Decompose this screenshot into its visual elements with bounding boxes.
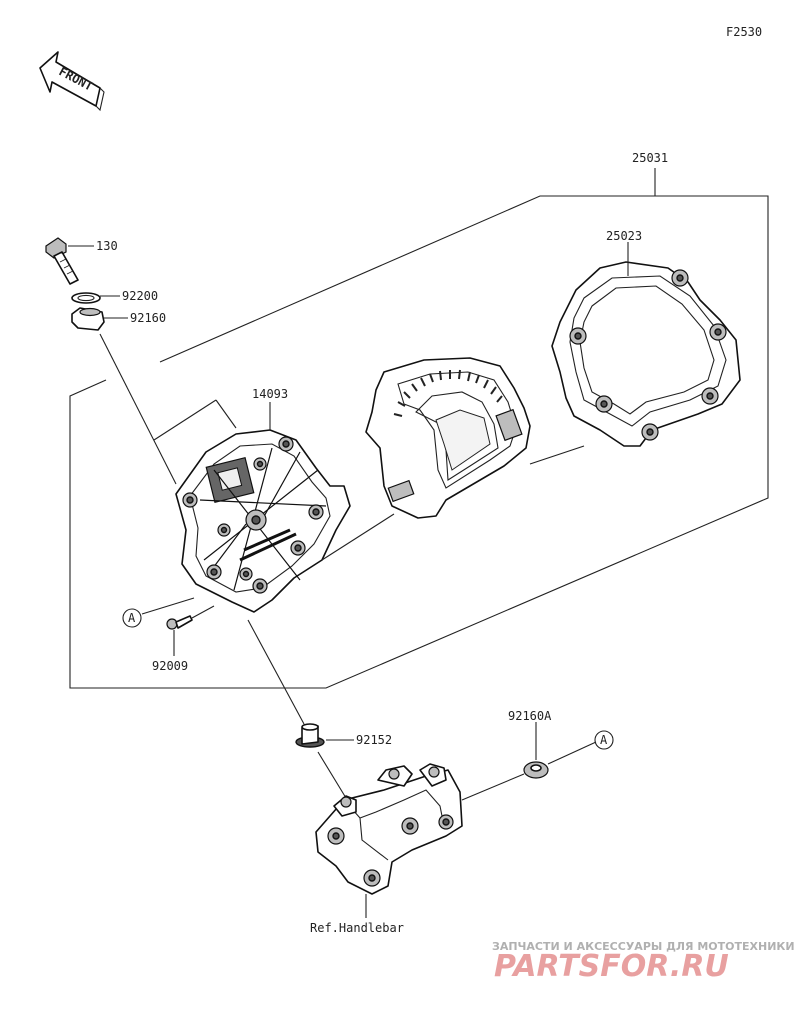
label-bolt: 130 bbox=[96, 239, 118, 253]
ref-marker-a-right bbox=[594, 730, 614, 750]
label-housing: 25023 bbox=[606, 229, 642, 243]
meter-case bbox=[175, 429, 351, 613]
ref-marker-a-left-label: A bbox=[128, 611, 136, 625]
screw bbox=[166, 615, 193, 630]
label-damper: 92160 bbox=[130, 311, 166, 325]
damper-a bbox=[523, 761, 549, 779]
washer bbox=[71, 292, 101, 304]
label-damper-a: 92160A bbox=[508, 709, 552, 723]
label-assembly: 25031 bbox=[632, 151, 668, 165]
watermark-brand: PARTSFOR.RU bbox=[494, 949, 729, 984]
label-washer: 92200 bbox=[122, 289, 158, 303]
watermark-logo: ЗАПЧАСТИ И АКСЕССУАРЫ ДЛЯ МОТОТЕХНИКИ PA… bbox=[492, 940, 795, 984]
front-arrow-icon: FRONT bbox=[39, 51, 105, 112]
figure-code: F2530 bbox=[726, 25, 762, 39]
handlebar-bracket bbox=[315, 763, 463, 895]
label-handlebar-ref: Ref.Handlebar bbox=[310, 921, 404, 935]
assembly-boundary bbox=[69, 195, 769, 689]
label-screw: 92009 bbox=[152, 659, 188, 673]
bolt bbox=[45, 237, 79, 285]
watermark-tagline: ЗАПЧАСТИ И АКСЕССУАРЫ ДЛЯ МОТОТЕХНИКИ bbox=[492, 940, 795, 953]
ref-marker-a-left bbox=[122, 608, 142, 628]
label-collar: 92152 bbox=[356, 733, 392, 747]
meter-housing bbox=[551, 261, 741, 447]
meter-unit bbox=[365, 357, 531, 519]
damper bbox=[71, 307, 105, 331]
collar bbox=[295, 723, 325, 748]
ref-marker-a-right-label: A bbox=[600, 733, 608, 747]
label-meter-case: 14093 bbox=[252, 387, 288, 401]
